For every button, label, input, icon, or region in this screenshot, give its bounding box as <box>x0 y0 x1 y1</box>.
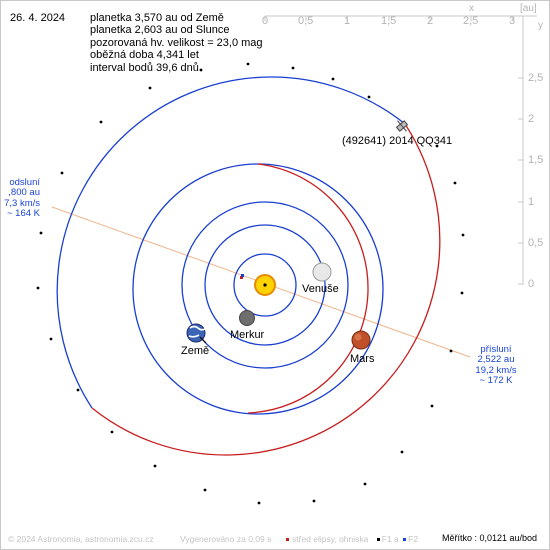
info-line-interval: interval bodů 39,6 dnů <box>90 61 199 74</box>
orbit-point <box>449 349 453 353</box>
orbit-point <box>363 482 367 486</box>
orbit-point <box>99 120 103 124</box>
orbit-point <box>453 181 457 185</box>
earth-orbit <box>181 201 349 369</box>
ellipse-center-marker <box>240 276 243 279</box>
footer-scale: Měřítko : 0,0121 au/bod <box>442 533 537 543</box>
x-tick-label: 3 <box>509 15 516 27</box>
info-line-magnitude: pozorovaná hv. velikost = 23,0 mag <box>90 36 263 49</box>
orbit-point-markers <box>36 62 465 505</box>
orbit-point <box>400 450 404 454</box>
footer-generated: Vygenerováno za 0,09 s <box>180 534 272 544</box>
perihelion-info: přísluní 2,522 au 19,2 km/s ~ 172 K <box>470 344 522 387</box>
x-axis-ticks <box>264 16 514 21</box>
orbit-point <box>435 144 439 148</box>
perihelion-distance: 2,522 au <box>477 354 515 366</box>
y-axis-ticks <box>518 77 523 285</box>
orbit-point <box>36 286 40 290</box>
orbit-point <box>110 430 114 434</box>
info-line-sun-distance: planetka 2,603 au od Slunce <box>90 24 230 37</box>
info-line-period: oběžná doba 4,341 let <box>90 49 199 62</box>
mars-shade <box>354 333 362 341</box>
x-tick-label: 1,5 <box>381 15 397 27</box>
mars-orbit-north-arc <box>247 163 369 414</box>
x-axis-label: x <box>469 3 474 14</box>
mercury-label: Merkur <box>230 329 265 341</box>
venus-label: Venuše <box>302 283 339 295</box>
legend-f1-marker <box>376 538 380 542</box>
unit-label: [au] <box>520 3 537 14</box>
earth-clouds <box>188 325 206 338</box>
orbit-point <box>203 488 207 492</box>
y-tick-label: 1 <box>528 196 535 208</box>
y-tick-label: 0,5 <box>528 237 544 249</box>
venus <box>312 262 332 282</box>
legend-center-label: střed elipsy, ohniska <box>292 534 369 544</box>
perihelion-temperature: ~ 172 K <box>479 375 513 387</box>
legend-f2-marker <box>403 538 407 542</box>
orbit-point <box>246 62 250 66</box>
x-tick-label: 2 <box>427 15 434 27</box>
x-tick-label: 0 <box>262 15 269 27</box>
asteroid-orbit-south-arc <box>56 76 406 409</box>
orbit-point <box>39 231 43 235</box>
legend-f1-label: F1 a <box>381 534 399 544</box>
sun-focus-f1 <box>263 283 267 287</box>
aphelion-title: odsluní <box>9 177 40 188</box>
x-tick-label: 1 <box>344 15 351 27</box>
info-line-earth-distance: planetka 3,570 au od Země <box>90 12 224 24</box>
mars-label: Mars <box>350 353 375 365</box>
orbit-point <box>60 171 64 175</box>
asteroid-orbit-north-arc <box>91 123 441 456</box>
mercury-orbit <box>233 253 297 317</box>
venus-orbit <box>204 224 326 346</box>
earth-label: Země <box>181 345 210 357</box>
orbit-point <box>148 86 152 90</box>
earth-pointer <box>199 336 207 344</box>
orbit-point <box>49 337 53 341</box>
perihelion-speed: 19,2 km/s <box>475 364 517 376</box>
orbit-point <box>312 499 316 503</box>
orbit-point <box>257 501 261 505</box>
orbit-point <box>199 68 203 72</box>
asteroid-marker <box>395 120 409 132</box>
orbit-point <box>430 404 434 408</box>
perihelion-title: přísluní <box>480 344 512 355</box>
legend-f2-label: F2 <box>408 534 419 544</box>
date-label: 26. 4. 2024 <box>10 12 66 24</box>
legend-center-marker <box>286 538 289 542</box>
footer-legend: střed elipsy, ohniska F1 a F2 <box>286 534 418 544</box>
y-tick-label: 2,5 <box>528 72 544 84</box>
x-tick-label: 0,5 <box>298 15 314 27</box>
aphelion-temperature: ~ 164 K <box>6 208 40 220</box>
orbit-point <box>331 77 335 81</box>
orbit-point <box>153 464 157 468</box>
orbit-point <box>76 388 80 392</box>
orbit-point <box>291 66 295 70</box>
mercury <box>239 310 255 326</box>
y-tick-label: 0 <box>528 278 535 290</box>
orbit-point <box>460 291 464 295</box>
orbit-point <box>367 95 371 99</box>
info-block: planetka 3,570 au od Země planetka 2,603… <box>90 12 263 74</box>
orbit-point <box>461 233 465 237</box>
footer-copyright: © 2024 Astronomia, astronomia.zcu.cz <box>8 534 154 544</box>
aphelion-distance: ,800 au <box>8 187 40 199</box>
focus-f2-marker <box>241 274 244 277</box>
object-name-label: (492641) 2014 QQ341 <box>342 135 453 147</box>
x-tick-label: 2,5 <box>463 15 479 27</box>
aphelion-speed: 7,3 km/s <box>4 197 40 209</box>
scale-label: Měřítko : 0,0121 au/bod <box>442 533 538 543</box>
aphelion-info: odsluní ,800 au 7,3 km/s ~ 164 K <box>0 177 40 220</box>
y-tick-label: 2 <box>528 113 535 125</box>
y-axis-label: y <box>538 20 543 31</box>
asteroid-orbit <box>56 76 441 456</box>
y-tick-label: 1,5 <box>528 154 544 166</box>
